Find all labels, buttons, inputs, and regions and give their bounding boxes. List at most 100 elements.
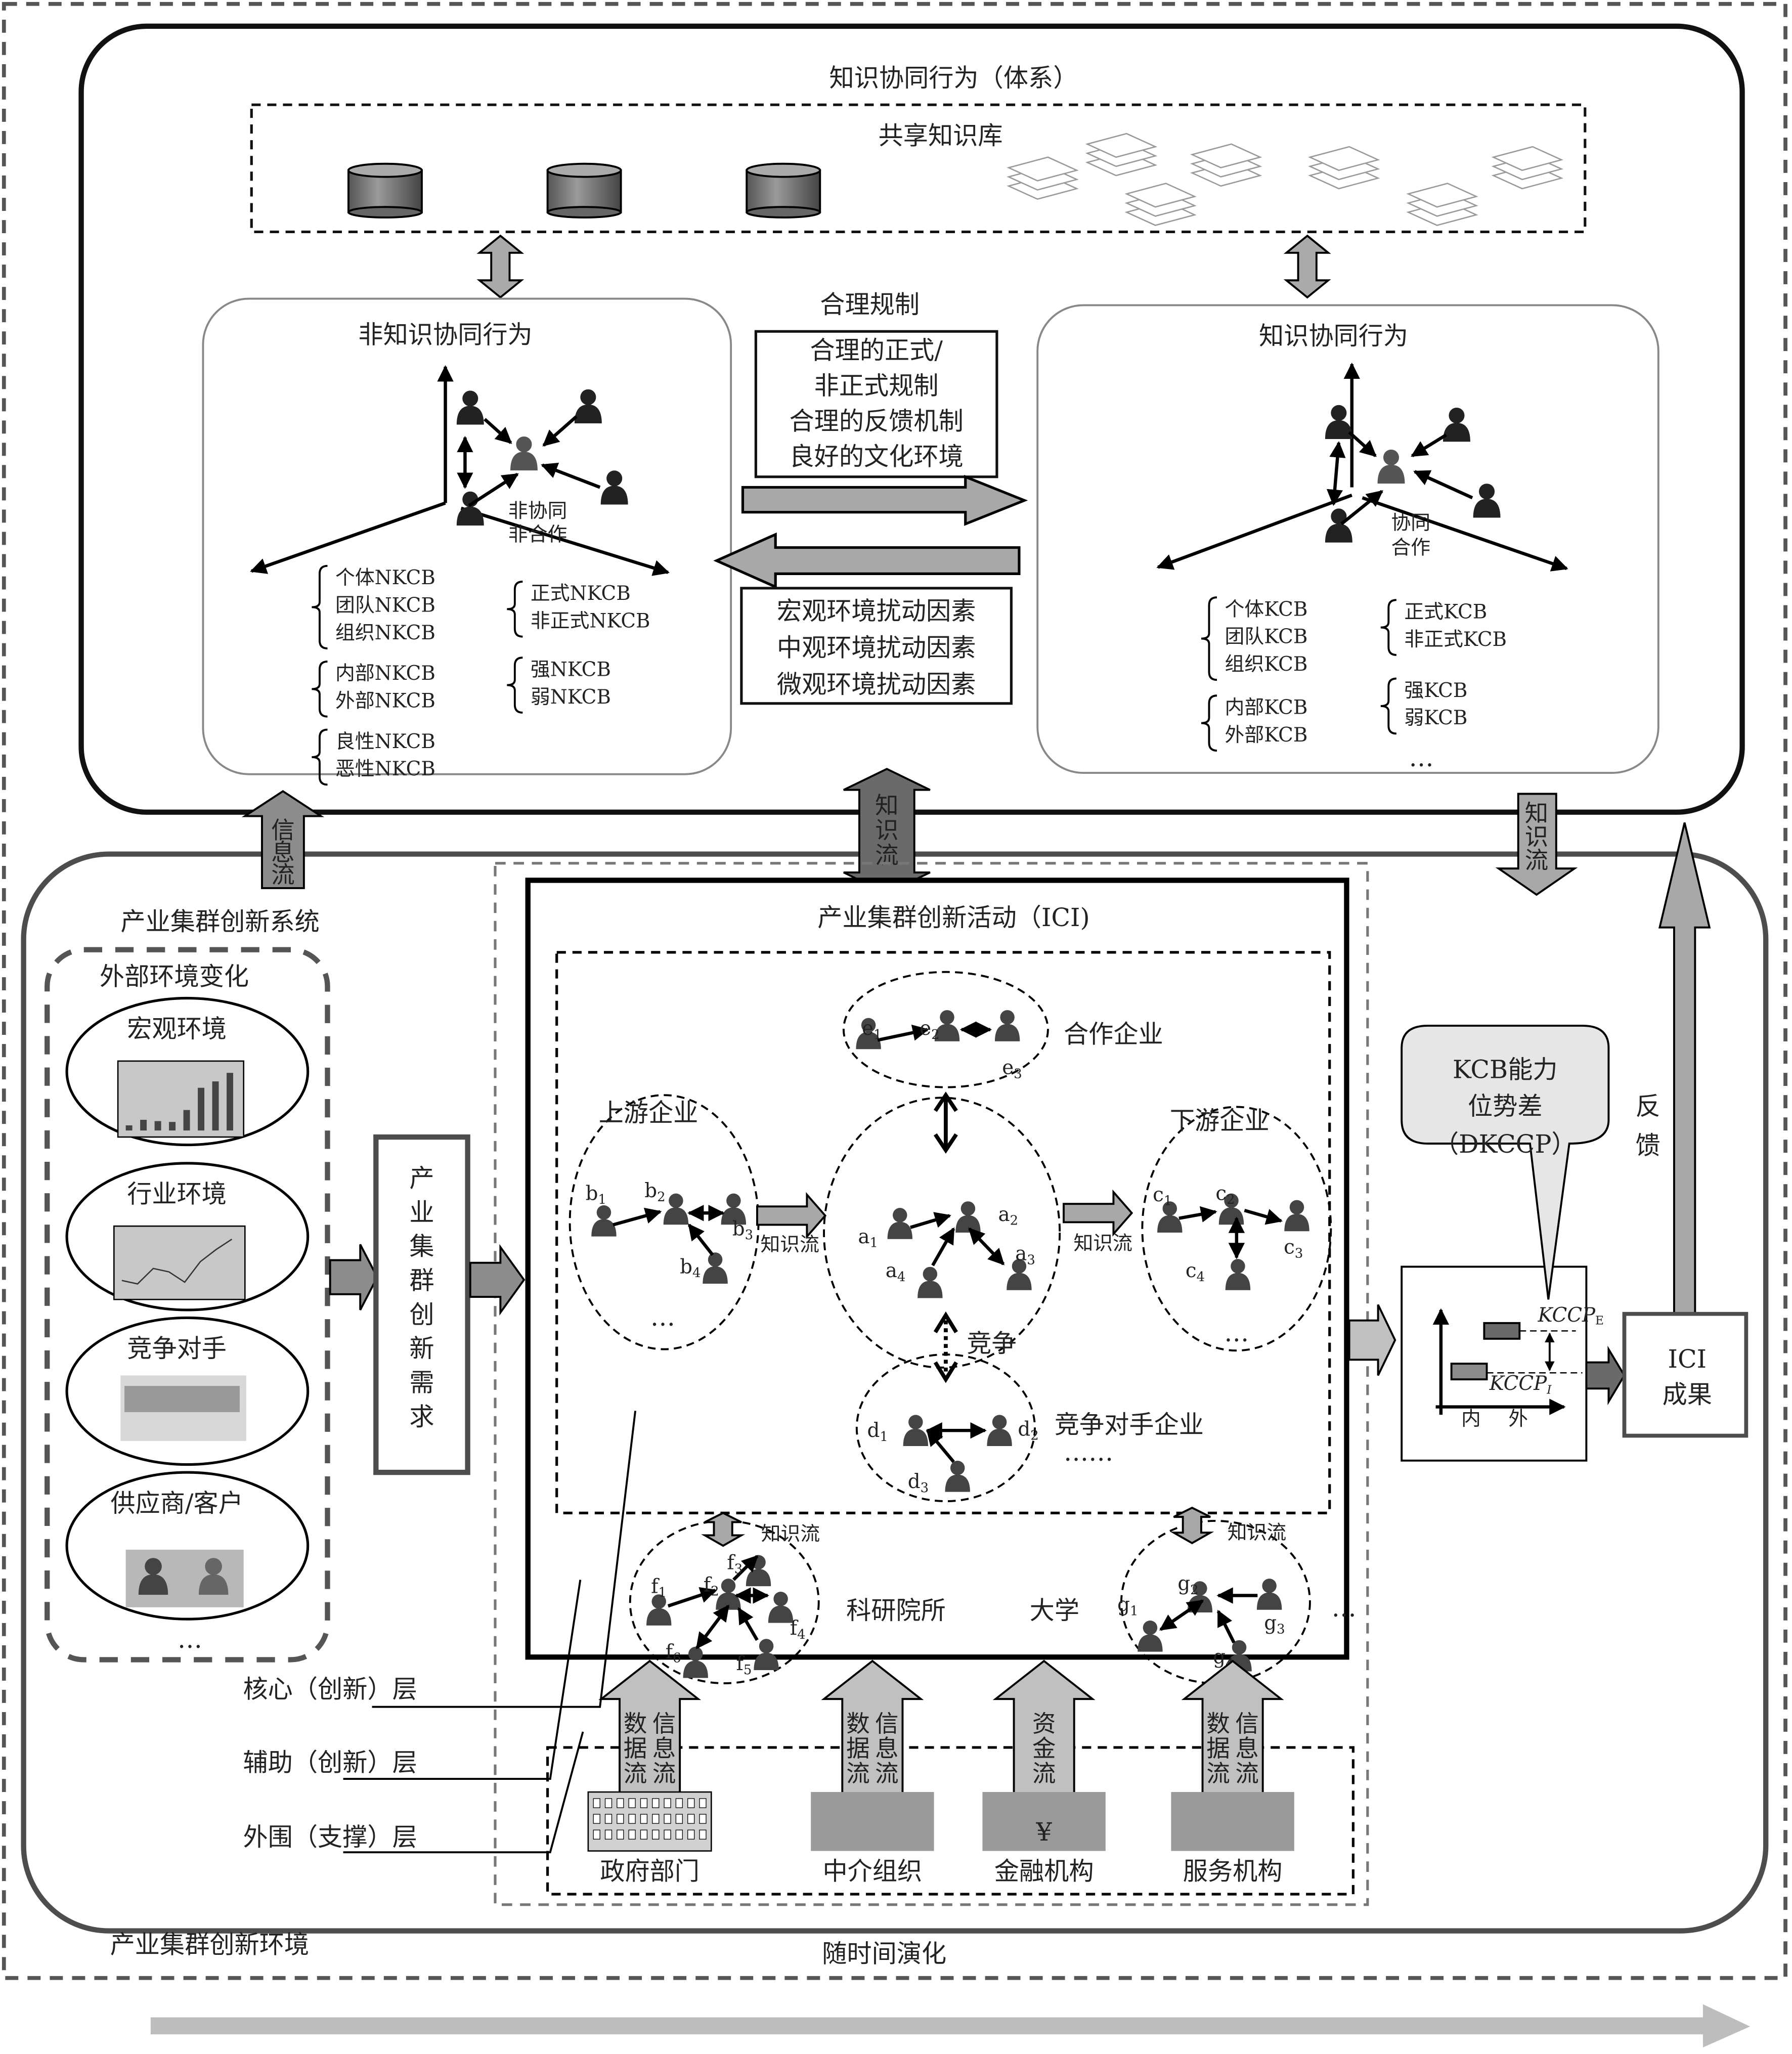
node-label: e2 (920, 1017, 939, 1042)
competitor-label: 竞争对手企业 (1055, 1410, 1204, 1439)
node-label: f1 (651, 1575, 667, 1600)
document-stack-icon (1124, 183, 1197, 226)
node-label: a2 (998, 1203, 1019, 1229)
downstream-ellipsis: … (1224, 1318, 1249, 1347)
demand-char: 群 (409, 1265, 434, 1295)
node-label: a4 (886, 1259, 906, 1285)
shared-kb-label: 共享知识库 (879, 121, 1003, 150)
dkccp-mini-chart (1432, 1308, 1583, 1415)
info-flow-char-2: 息 (271, 839, 295, 866)
demand-char: 业 (409, 1198, 434, 1227)
regulation-title: 合理规制 (820, 290, 920, 319)
relation-arrow (1411, 433, 1447, 458)
knowledge-flow-right-char-1: 知 (1525, 800, 1549, 827)
bar-chart-bar (212, 1081, 219, 1131)
relation-arrow (737, 1607, 759, 1641)
document-stack-icon (1085, 133, 1158, 177)
brace (507, 580, 523, 638)
document-stack-icon (1406, 183, 1478, 226)
relation-arrow (468, 472, 519, 507)
bar-chart-bar (154, 1121, 161, 1131)
flow-char: 据 (624, 1735, 647, 1762)
kccp-e-label: KCCPE (1538, 1304, 1604, 1327)
relation-arrow (687, 1223, 714, 1256)
meeting-photo-icon (811, 1792, 934, 1851)
arrow-to-demand (329, 1244, 379, 1310)
ici-people (591, 1010, 1309, 1678)
enterprise-zone (555, 951, 1331, 1514)
relation-arrow (1159, 1599, 1204, 1631)
regulation-line-1: 合理的正式/ (810, 336, 943, 365)
demand-char: 集 (409, 1232, 434, 1261)
node-label: b1 (586, 1182, 606, 1207)
flow-char: 流 (875, 1760, 899, 1787)
node-label: f6 (666, 1641, 681, 1666)
innovation-system-title: 产业集群创新系统 (120, 907, 320, 936)
competition-dotted-arrow (933, 1311, 958, 1383)
downstream-label: 下游企业 (1170, 1106, 1270, 1135)
relation-arrow (1216, 1609, 1236, 1644)
disturbance-line-3: 微观环境扰动因素 (777, 670, 976, 699)
nkcb-center-label-2: 非合作 (508, 523, 567, 546)
relation-arrow (1244, 1208, 1283, 1225)
category-item: 强NKCB (531, 658, 611, 681)
research-knowledge-flow-label: 知识流 (761, 1523, 820, 1546)
node-label: a1 (858, 1226, 878, 1251)
flow-char: 信 (875, 1710, 899, 1737)
node-label: c2 (1215, 1182, 1235, 1207)
document-stack-icons (1007, 133, 1564, 226)
support-org-label: 服务机构 (1183, 1857, 1283, 1886)
node-label: f2 (704, 1574, 719, 1599)
demand-char: 求 (409, 1402, 434, 1431)
dkccp-callout-line-2: 位势差 (1468, 1091, 1543, 1121)
nkcb-axes (250, 365, 670, 576)
feedback-up-arrow (1658, 822, 1711, 1315)
category-item: 强KCB (1404, 679, 1467, 702)
flow-char: 信 (652, 1710, 676, 1737)
node-label: c4 (1186, 1259, 1205, 1285)
nkcb-center-label-1: 非协同 (508, 500, 567, 522)
category-item: 团队NKCB (335, 594, 435, 617)
kccp-e-bar (1483, 1322, 1521, 1340)
flow-char: 流 (624, 1760, 647, 1787)
arrow-to-result (1585, 1345, 1626, 1406)
database-icon (347, 162, 423, 218)
university-label: 大学 (1030, 1596, 1079, 1625)
nkcb-people (456, 389, 628, 526)
disturbance-line-2: 中观环境扰动因素 (777, 633, 976, 663)
external-env-title: 外部环境变化 (100, 962, 249, 991)
brace (312, 660, 328, 718)
kcb-system-title: 知识协同行为（体系） (829, 63, 1078, 93)
disturbance-box (740, 587, 1013, 705)
regulation-line-4: 良好的文化环境 (789, 442, 963, 471)
flow-char: 据 (846, 1735, 870, 1762)
category-item: 组织NKCB (335, 622, 435, 644)
environment-frame (2, 2, 1787, 1980)
ici-core-box (525, 878, 1349, 1660)
upstream-to-core-arrow (756, 1192, 827, 1240)
kcb-panel-title: 知识协同行为 (1259, 321, 1408, 351)
category-item: 非正式KCB (1404, 628, 1507, 651)
info-flow-up-arrow (241, 790, 325, 889)
core-to-downstream-arrow (1063, 1189, 1133, 1237)
document-stack-icon (1190, 143, 1262, 187)
environment-title: 产业集群创新环境 (110, 1930, 310, 1959)
kcb-ellipsis: … (1409, 743, 1433, 772)
upstream-knowledge-flow-label: 知识流 (760, 1233, 819, 1256)
feedback-char-1: 反 (1636, 1091, 1660, 1121)
node-label: a3 (1015, 1243, 1035, 1268)
ici-result-box (1622, 1312, 1749, 1438)
flow-char: 流 (1206, 1760, 1230, 1787)
regulation-line-2: 非正式规制 (814, 371, 939, 401)
knowledge-flow-char-2: 识 (875, 817, 899, 844)
category-item: 外部KCB (1225, 724, 1308, 747)
demand-box (373, 1134, 470, 1475)
brace (1380, 599, 1396, 656)
relation-arrow (1178, 1206, 1217, 1222)
node-label: b2 (644, 1179, 665, 1205)
regulation-box (754, 330, 998, 478)
arrow-left-disturbance (713, 532, 1021, 589)
category-item: 正式NKCB (531, 582, 631, 605)
